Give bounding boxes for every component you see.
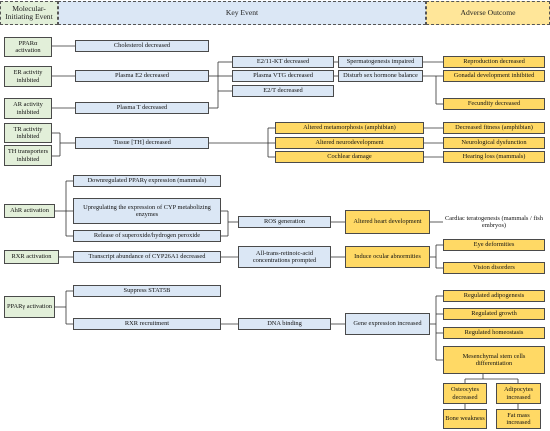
ao-heart-development: Altered heart development <box>345 210 430 234</box>
ao-eye-deformities: Eye deformities <box>443 239 545 251</box>
ao-osteocytes: Osteocytes decreased <box>443 383 487 404</box>
ke-plasma-e2: Plasma E2 decreased <box>75 70 209 82</box>
ao-reproduction: Reproduction decreased <box>443 56 545 68</box>
header-ke: Key Event <box>58 1 426 25</box>
ke-superoxide: Release of superoxide/hydrogen peroxide <box>73 230 221 242</box>
mie-tr: TR activity inhibited <box>4 123 52 143</box>
ke-tissue-th: Tissue [TH] decreased <box>75 137 209 149</box>
ke-sex-hormone: Disturb sex hormone balance <box>338 70 423 82</box>
ke-metamorphosis: Altered metamorphosis (amphibian) <box>275 122 424 134</box>
ao-vision-disorders: Vision disorders <box>443 262 545 274</box>
ao-hearing-loss: Hearing loss (mammals) <box>443 151 545 163</box>
mie-er: ER activity inhibited <box>4 66 52 87</box>
ke-dna-binding: DNA binding <box>238 318 331 330</box>
ke-plasma-vtg: Plasma VTG decreased <box>232 70 334 82</box>
ke-spermatogenesis: Spermatogenesis impaired <box>338 56 423 68</box>
ao-adipogenesis: Regulated adipogenesis <box>443 290 545 302</box>
ke-cholesterol: Cholesterol decreased <box>75 40 209 52</box>
ke-rxr-recruitment: RXR recruitment <box>73 318 221 330</box>
ke-pparg-expression: Downregulated PPARγ expression (mammals) <box>73 175 221 187</box>
mie-pparg: PPARγ activation <box>4 296 55 318</box>
ao-ocular: Induce ocular abnormities <box>345 246 430 268</box>
mie-ahr: AhR activation <box>4 204 55 218</box>
ao-fat-mass: Fat mass increased <box>496 409 541 429</box>
mie-ar: AR activity inhibited <box>4 98 52 119</box>
ao-bone-weakness: Bone weakness <box>443 409 487 429</box>
ke-ros: ROS generation <box>238 216 331 228</box>
ke-e2-11kt: E2/11-KT decreased <box>232 56 334 68</box>
header-mie: Molecular-Initiating Event <box>0 1 58 25</box>
ao-msc-differentiation: Mesenchymal stem cells differentiation <box>443 346 545 374</box>
ke-cyp-upregulation: Upregulating the expression of CYP metab… <box>73 198 221 224</box>
ke-neurodevelopment: Altered neurodevelopment <box>275 137 424 149</box>
ke-gene-expression: Gene expression increased <box>345 313 430 335</box>
ao-adipocytes: Adipocytes increased <box>496 383 541 404</box>
ke-retinoic-acid: All-trans-retinoic-acid concentrations p… <box>238 246 331 268</box>
header-ao: Adverse Outcome <box>426 1 550 25</box>
mie-ppara: PPARα activation <box>4 37 52 57</box>
ke-cyp26a1: Transcript abundance of CYP26A1 decrease… <box>73 251 221 263</box>
ao-gonadal: Gonadal development inhibited <box>443 70 545 82</box>
ao-growth: Regulated growth <box>443 308 545 320</box>
mie-rxr: RXR activation <box>4 250 59 264</box>
ao-cardiac: Cardiac teratogenesis (mammals / fish em… <box>443 210 545 234</box>
ke-stat5b: Suppress STAT5B <box>73 285 221 297</box>
mie-th: TH transporters inhibited <box>4 145 52 166</box>
ao-fecundity: Fecundity decreased <box>443 98 545 110</box>
ke-e2-t: E2/T decreased <box>232 85 334 97</box>
ao-homeostasis: Regulated homeostasis <box>443 327 545 339</box>
ao-fitness: Decreased fitness (amphibian) <box>443 122 545 134</box>
ke-cochlear: Cochlear damage <box>275 151 424 163</box>
ao-neuro-dysfunction: Neurological dysfunction <box>443 137 545 149</box>
ke-plasma-t: Plasma T decreased <box>75 102 209 114</box>
